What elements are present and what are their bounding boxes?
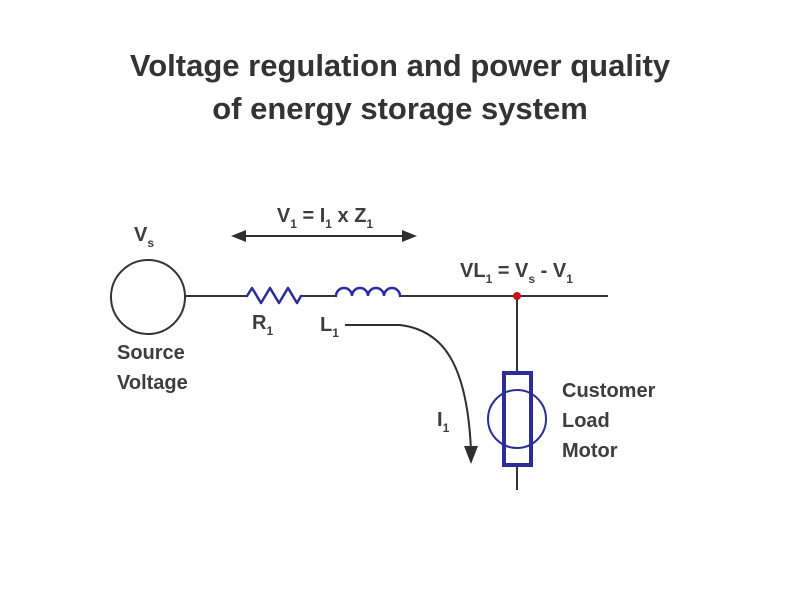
source-caption-line1: Source [117,342,185,364]
voltage-drop-equation: V1 = I1 x Z1 [277,205,374,231]
inductor-symbol [334,286,402,298]
junction-node [513,292,521,300]
current-flow-arrow [345,324,478,464]
ac-source-symbol [110,259,186,335]
load-voltage-equation: VL1 = Vs - V1 [460,260,573,286]
load-caption-line3: Motor [562,440,618,462]
source-symbol-label: Vs [134,224,154,250]
load-caption-line2: Load [562,410,610,432]
inductor-label: L1 [320,314,339,340]
motor-symbol [487,371,547,467]
voltage-drop-arrow [231,230,417,242]
resistor-symbol [245,286,303,305]
load-caption-line1: Customer [562,380,656,402]
page-title: Voltage regulation and power quality of … [0,44,800,130]
source-caption-line2: Voltage [117,372,188,394]
motor-rect-inner [504,373,531,465]
page-title-line1: Voltage regulation and power quality [129,48,671,83]
current-label: I1 [437,409,450,435]
page-title-line2: of energy storage system [212,91,588,126]
resistor-label: R1 [252,312,273,338]
